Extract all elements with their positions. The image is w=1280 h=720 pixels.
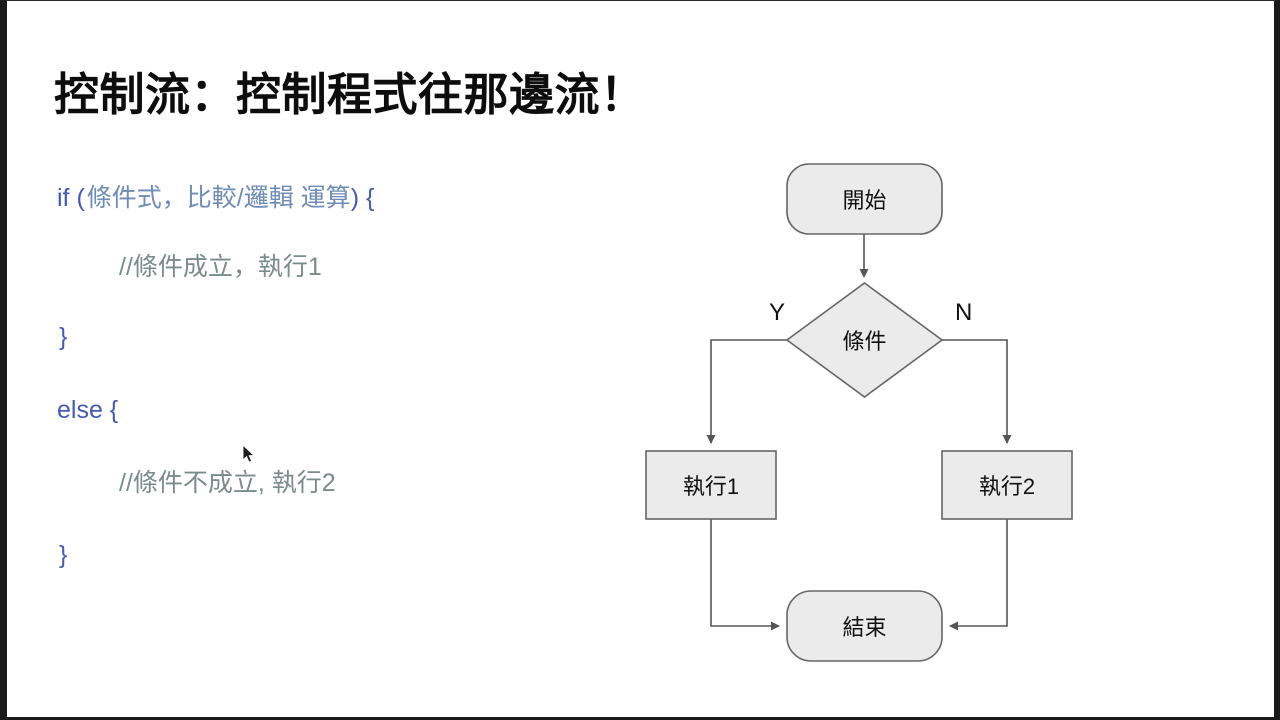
flow-node-start-shape xyxy=(786,163,943,235)
code-comment-false-branch: //條件不成立, 執行2 xyxy=(119,469,336,497)
code-comment-true-branch: //條件成立，執行1 xyxy=(119,253,322,281)
flow-branch-label-yes: Y xyxy=(769,299,786,326)
page-title: 控制流：控制程式往那邊流！ xyxy=(54,69,646,120)
code-argument-condition: 條件式，比較/邏輯 運算 xyxy=(86,184,351,212)
code-close-brace-if: } xyxy=(59,323,68,351)
flow-node-action2-shape xyxy=(941,450,1073,520)
connector-action2-to-end xyxy=(949,519,1008,631)
code-line-if: if (條件式，比較/邏輯 運算) { xyxy=(57,182,374,214)
flow-node-condition-shape xyxy=(785,282,944,398)
code-keyword-else: else { xyxy=(57,396,119,424)
flow-node-action1-shape xyxy=(645,450,777,520)
code-keyword-if: if ( xyxy=(57,184,85,212)
mouse-pointer-icon xyxy=(242,444,256,463)
flow-branch-label-no: N xyxy=(955,299,973,326)
flowchart-svg xyxy=(645,163,1073,662)
connector-condition-yes-to-action1 xyxy=(706,339,787,444)
connector-action1-to-end xyxy=(710,519,780,631)
slide-content: 控制流：控制程式往那邊流！ if (條件式，比較/邏輯 運算) { //條件成立… xyxy=(7,1,1274,717)
code-close-brace-else: } xyxy=(59,541,68,569)
flowchart-diagram: 開始 條件 執行1 執行2 結束 Y N xyxy=(607,141,1147,686)
code-keyword-if-open-brace: ) { xyxy=(350,184,375,212)
flow-node-end-shape xyxy=(786,590,943,662)
connector-condition-no-to-action2 xyxy=(942,339,1012,444)
